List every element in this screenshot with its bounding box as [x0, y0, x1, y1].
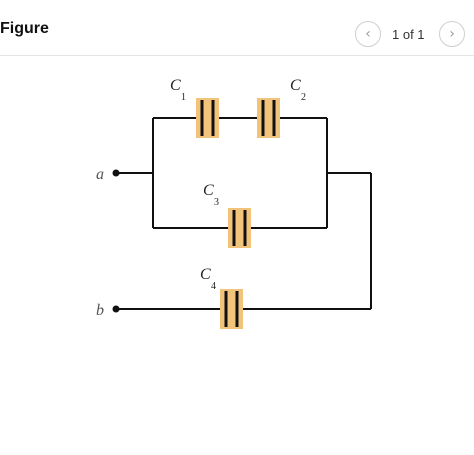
capacitor-c4-highlight — [220, 289, 243, 329]
terminal-a-label: a — [96, 166, 104, 183]
capacitor-c2-highlight — [257, 98, 280, 138]
capacitor-c4-subscript: 4 — [211, 281, 216, 292]
chevron-left-icon: ‹ — [365, 26, 371, 42]
capacitor-c3-label: C — [203, 182, 214, 199]
capacitor-c2 — [257, 98, 280, 138]
terminal-b-dot — [112, 305, 120, 313]
previous-figure-button[interactable]: ‹ — [355, 21, 381, 47]
capacitor-c3 — [228, 208, 251, 248]
capacitor-c1 — [196, 98, 219, 138]
capacitor-c1-highlight — [196, 98, 219, 138]
capacitor-c3-subscript: 3 — [214, 197, 219, 208]
terminal-a-dot — [112, 169, 120, 177]
capacitor-c4 — [220, 289, 243, 329]
circuit-wires — [118, 117, 372, 310]
next-figure-button[interactable]: › — [439, 21, 465, 47]
figure-header: Figure ‹ 1 of 1 › — [0, 0, 474, 56]
capacitor-c2-label: C — [290, 77, 301, 94]
page-count: 1 of 1 — [392, 27, 425, 42]
capacitor-c1-label: C — [170, 77, 181, 94]
capacitor-c1-subscript: 1 — [181, 92, 186, 103]
figure-title: Figure — [0, 20, 49, 37]
capacitor-c2-subscript: 2 — [301, 92, 306, 103]
capacitor-c3-highlight — [228, 208, 251, 248]
capacitor-c4-label: C — [200, 266, 211, 283]
chevron-right-icon: › — [449, 26, 455, 42]
terminal-b-label: b — [96, 302, 104, 319]
